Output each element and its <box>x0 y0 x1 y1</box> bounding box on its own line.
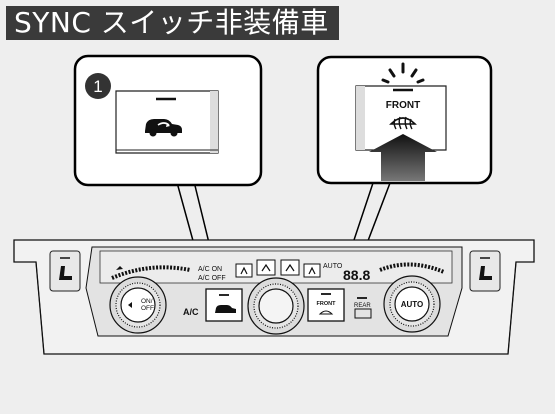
recirculation-button[interactable] <box>205 288 243 322</box>
front-defrost-button[interactable]: FRONT <box>307 288 345 322</box>
rear-defrost-label: REAR <box>354 303 371 309</box>
front-button-label: FRONT <box>386 100 420 111</box>
temperature-readout: 88.8 <box>343 267 370 283</box>
page-title: SYNC スイッチ非装備車 <box>6 6 339 40</box>
front-defrost-icon <box>389 116 417 130</box>
rear-defrost-icon <box>354 308 372 319</box>
center-temperature-knob[interactable] <box>247 277 305 335</box>
airflow-mode-buttons[interactable] <box>235 259 321 278</box>
auto-button-label: AUTO <box>401 300 424 309</box>
fan-icon <box>116 266 123 270</box>
front-defrost-label: FRONT <box>317 301 337 307</box>
fan-icon <box>128 302 132 308</box>
seat-heater-icon <box>479 266 492 280</box>
front-defrost-icon <box>318 310 334 315</box>
fan-on-label: ON/ <box>141 298 153 305</box>
display-auto-text: AUTO <box>323 263 343 270</box>
recirculation-icon <box>145 119 182 137</box>
seat-heater-icon <box>59 266 72 280</box>
indicator-light-icon <box>381 62 425 84</box>
recirculation-icon <box>215 305 236 313</box>
ac-button-label[interactable]: A/C <box>183 307 199 317</box>
callout-number: 1 <box>93 77 102 96</box>
ac-on-label: A/C ON <box>198 266 222 273</box>
fan-off-label: OFF <box>141 305 154 312</box>
rear-defrost-button[interactable]: REAR <box>354 297 372 319</box>
climate-control-panel: A/C ON A/C OFF AUTO 88.8 ON/ OFF A/C <box>13 239 535 355</box>
fan-knob[interactable]: ON/ OFF <box>109 276 167 334</box>
temperature-indicator <box>379 262 445 274</box>
auto-knob[interactable]: AUTO <box>383 275 441 333</box>
push-arrow-icon <box>369 134 437 181</box>
right-seat-heater-button[interactable] <box>469 250 501 292</box>
fan-speed-indicator <box>111 265 191 280</box>
front-defrost-callout: FRONT <box>316 55 493 185</box>
ac-off-label: A/C OFF <box>198 275 226 282</box>
left-seat-heater-button[interactable] <box>49 250 81 292</box>
recirculation-callout: 1 <box>73 54 263 187</box>
